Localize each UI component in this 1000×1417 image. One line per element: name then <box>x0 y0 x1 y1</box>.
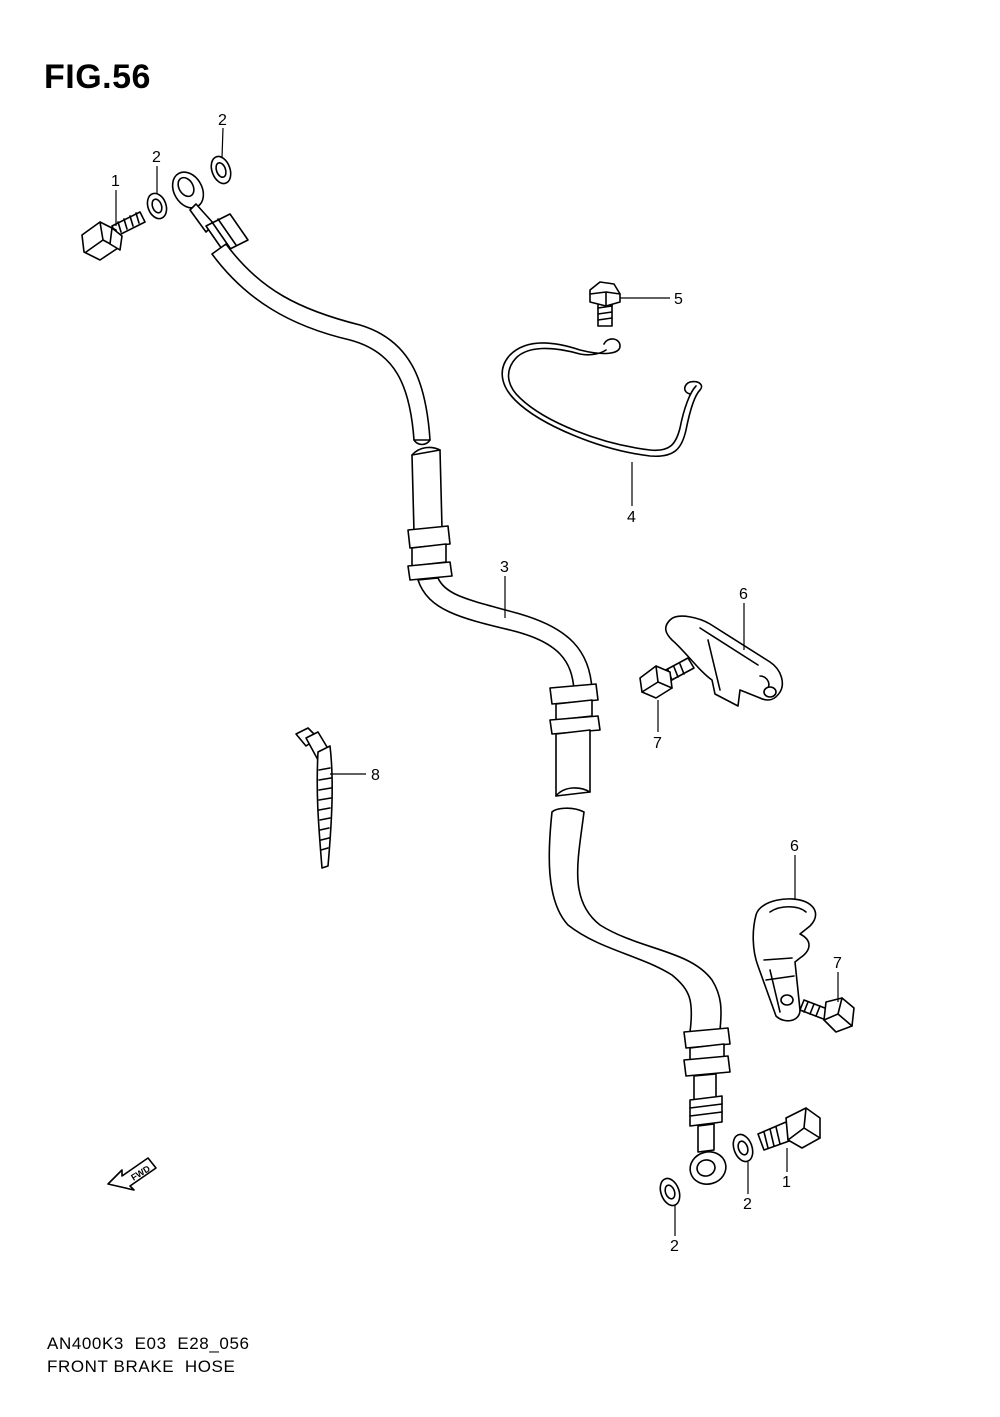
callout-clamp-upper: 6 <box>739 586 748 603</box>
figure-code: AN400K3 E03 E28_056 <box>47 1334 250 1353</box>
cable-tie <box>295 727 333 869</box>
clamp-lower <box>752 898 817 1022</box>
callout-clamp-lower: 6 <box>790 838 799 855</box>
callout-washer-lower-a: 2 <box>743 1196 752 1213</box>
callout-bolt-5: 5 <box>674 291 683 308</box>
washer-lower-a <box>732 1133 754 1163</box>
figure-name: FRONT BRAKE HOSE <box>47 1357 236 1376</box>
callout-bolt-clamp-upper: 7 <box>653 735 662 752</box>
callout-cable-tie: 8 <box>371 767 380 784</box>
wire-guide <box>501 338 703 457</box>
clamp-upper <box>664 615 784 707</box>
callout-washer-upper-b: 2 <box>218 112 227 129</box>
callout-bolt-clamp-lower: 7 <box>833 955 842 972</box>
bolt-clamp-upper <box>639 657 695 699</box>
callout-bolt-upper: 1 <box>111 173 120 190</box>
callout-numbers: 1 2 2 3 5 4 6 7 8 6 7 1 2 2 <box>111 112 842 1255</box>
forward-arrow-icon: FWD <box>107 1157 157 1191</box>
banjo-bolt-lower <box>757 1107 821 1151</box>
bolt-upper-right <box>589 281 621 327</box>
callout-wire-guide: 4 <box>627 509 636 526</box>
washer-upper-a <box>146 192 168 220</box>
callout-brake-hose: 3 <box>500 559 509 576</box>
leader-lines <box>115 127 839 1236</box>
callout-washer-lower-b: 2 <box>670 1238 679 1255</box>
washer-lower-b <box>659 1177 681 1207</box>
brake-hose <box>171 171 731 1185</box>
banjo-bolt-upper <box>81 211 146 261</box>
bolt-clamp-lower <box>799 997 855 1033</box>
callout-washer-upper-a: 2 <box>152 149 161 166</box>
washer-upper-b <box>210 155 232 185</box>
callout-bolt-lower: 1 <box>782 1174 791 1191</box>
figure-title: FIG.56 <box>44 58 151 96</box>
